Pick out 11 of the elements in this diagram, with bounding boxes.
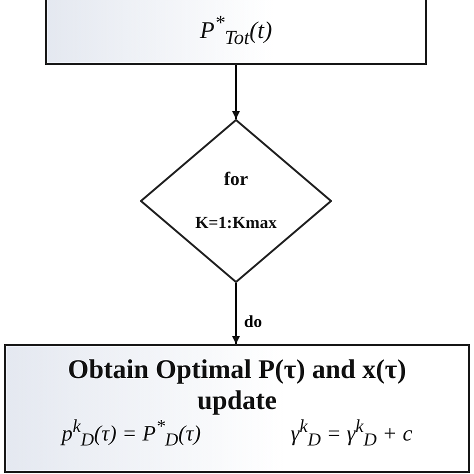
node-text: for (224, 169, 248, 192)
process-box (45, 0, 427, 65)
decision-diamond (140, 119, 332, 283)
node-text: K=1:Kmax (195, 213, 277, 233)
formula-text: p$^{k}$$_{D}$(τ) = P$^{*}$$_{D}$(τ) (62, 416, 201, 451)
arrow (232, 283, 240, 344)
arrow (232, 65, 240, 119)
formula-text: γ$^{k}$$_{D}$ = γ$^{k}$$_{D}$ + c (290, 416, 412, 451)
node-text: Obtain Optimal P(τ) and x(τ) update (66, 354, 408, 416)
process-box (4, 344, 470, 473)
formula-text: P$^{*}$$_{Tot}$(t) (200, 12, 272, 50)
